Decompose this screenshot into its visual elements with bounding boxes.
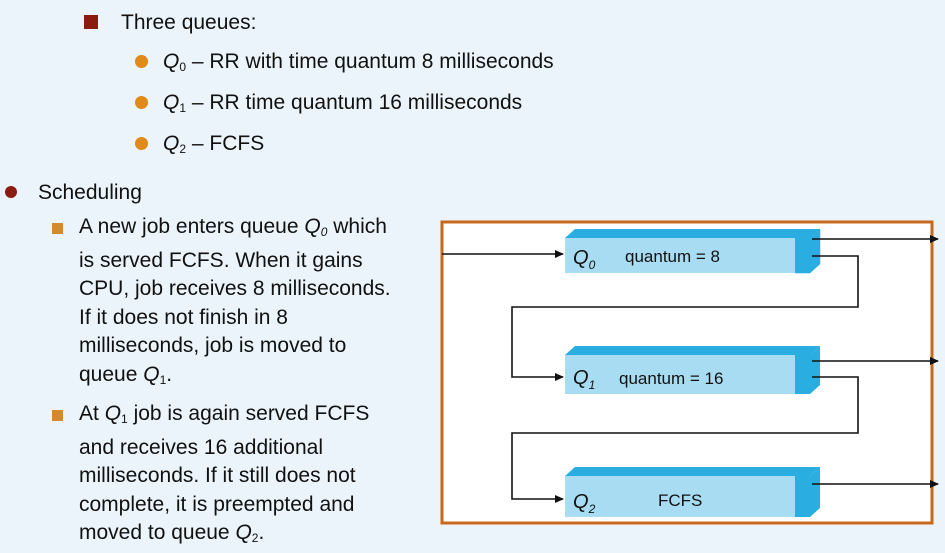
queue-item-q0: Q0 – RR with time quantum 8 milliseconds [163, 49, 554, 80]
queue-label-q0: Q0 [573, 247, 596, 272]
queue-box-q1 [565, 346, 820, 394]
queue-symbol: Q1 [163, 91, 187, 115]
bullet-dot-icon [5, 186, 17, 198]
square-bullet-icon [52, 410, 63, 421]
queue-description: – FCFS [191, 132, 265, 155]
queue-symbol: Q0 [163, 50, 187, 74]
multilevel-queue-diagram: Q0 quantum = 8 Q1 quantum = 16 Q2 FCFS [440, 220, 939, 525]
queue-description: – RR with time quantum 8 milliseconds [191, 50, 554, 73]
flow-arrow-q0-q1 [511, 255, 859, 381]
square-bullet-icon [52, 223, 63, 234]
scheduling-text: Scheduling [38, 181, 142, 204]
queue-symbol: Q2 [163, 132, 187, 156]
three-queues-text: Three queues: [121, 11, 257, 34]
queue-label-q1: Q1 [573, 367, 595, 392]
bullet-dot-icon [135, 96, 148, 109]
square-bullet-icon [84, 15, 98, 29]
queue-quantum-q0: quantum = 8 [625, 247, 720, 266]
queue-label-q2: Q2 [573, 491, 596, 516]
queue-box-q2 [565, 467, 820, 517]
queue-item-q1: Q1 – RR time quantum 16 milliseconds [163, 90, 522, 121]
queue-item-q2: Q2 – FCFS [163, 131, 264, 162]
scheduling-heading: Scheduling [38, 180, 142, 206]
bullet-dot-icon [135, 137, 148, 150]
queue-quantum-q2: FCFS [658, 491, 702, 510]
flow-arrow-q1-q2 [511, 376, 859, 503]
queue-box-q0 [565, 228, 821, 274]
queue-quantum-q1: quantum = 16 [619, 369, 723, 388]
queue-description: – RR time quantum 16 milliseconds [191, 91, 523, 114]
three-queues-heading: Three queues: [121, 10, 256, 36]
scheduling-item-2: At Q1 job is again served FCFS and recei… [79, 402, 370, 545]
bullet-dot-icon [135, 55, 148, 68]
scheduling-item-1: A new job enters queue Q0 which is serve… [79, 215, 391, 387]
